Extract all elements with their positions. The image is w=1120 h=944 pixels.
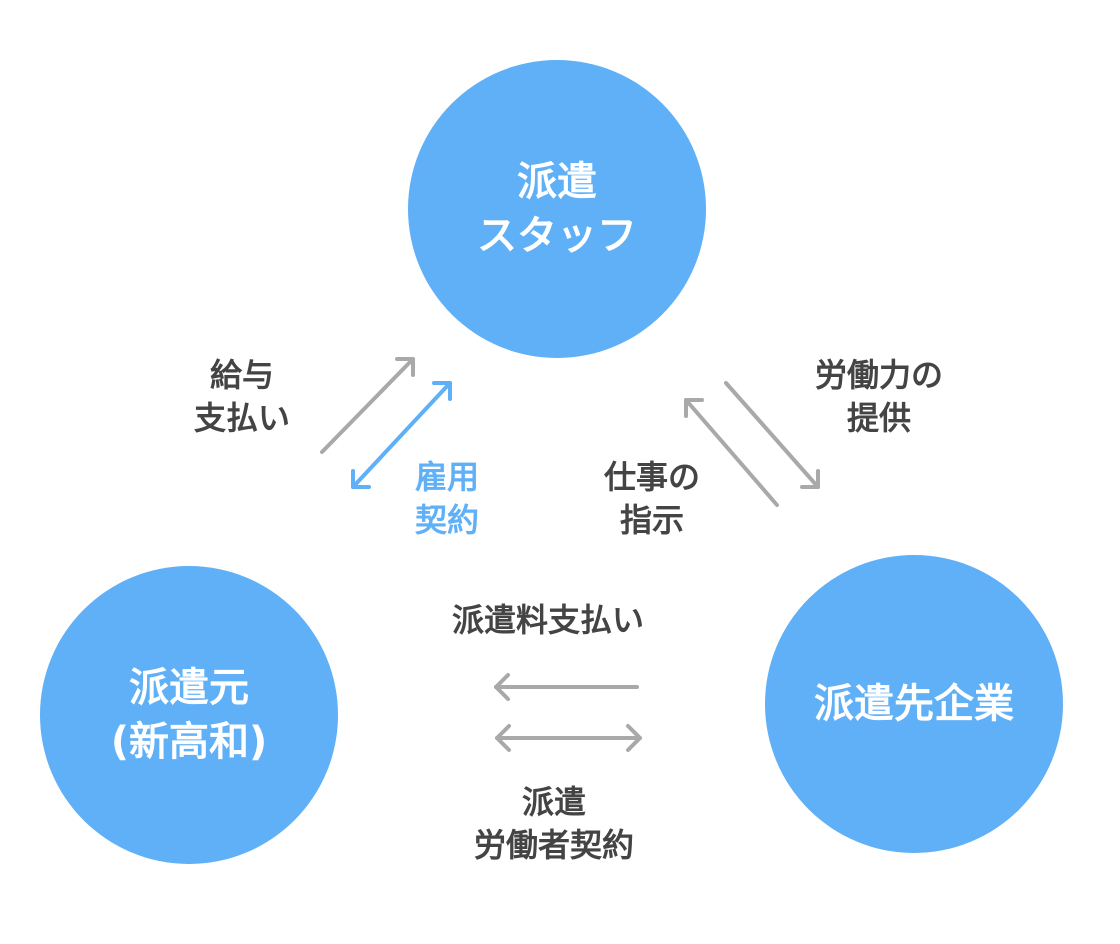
label-contract: 派遣 労働者契約 (474, 781, 634, 867)
node-staff-line2: スタッフ (477, 213, 637, 259)
label-contract-line1: 派遣 (522, 783, 587, 821)
labor-arrow (724, 381, 820, 489)
node-saki-line1: 派遣先企業 (814, 681, 1014, 727)
node-haken-saki: 派遣先企業 (765, 555, 1063, 853)
label-instruction-line1: 仕事の (604, 458, 701, 496)
label-salary: 給与 支払い (194, 354, 290, 440)
label-employment-line2: 契約 (415, 501, 480, 540)
label-fee-line1: 派遣料支払い (452, 601, 645, 639)
label-labor: 労働力の 提供 (815, 354, 943, 440)
node-moto-line1: 派遣元 (129, 665, 249, 711)
fee-arrow (494, 673, 639, 701)
label-employment-line1: 雇用 (415, 458, 480, 496)
label-fee: 派遣料支払い (452, 599, 644, 642)
node-staff-line1: 派遣 (517, 159, 597, 205)
label-contract-line2: 労働者契約 (474, 826, 635, 865)
node-moto-line2: (新高和) (110, 719, 268, 765)
employment-arrow (351, 381, 452, 489)
node-haken-staff: 派遣 スタッフ (408, 60, 706, 358)
label-instruction: 仕事の 指示 (604, 456, 700, 542)
node-haken-moto: 派遣元 (新高和) (40, 566, 338, 864)
contract-arrow (495, 724, 642, 752)
label-instruction-line2: 指示 (620, 501, 685, 540)
label-salary-line1: 給与 (210, 356, 275, 394)
label-salary-line2: 支払い (194, 399, 291, 438)
salary-arrow (320, 357, 415, 454)
label-employment: 雇用 契約 (415, 456, 479, 542)
instruction-arrow (684, 398, 779, 507)
label-labor-line1: 労働力の (815, 356, 944, 394)
label-labor-line2: 提供 (847, 399, 912, 438)
